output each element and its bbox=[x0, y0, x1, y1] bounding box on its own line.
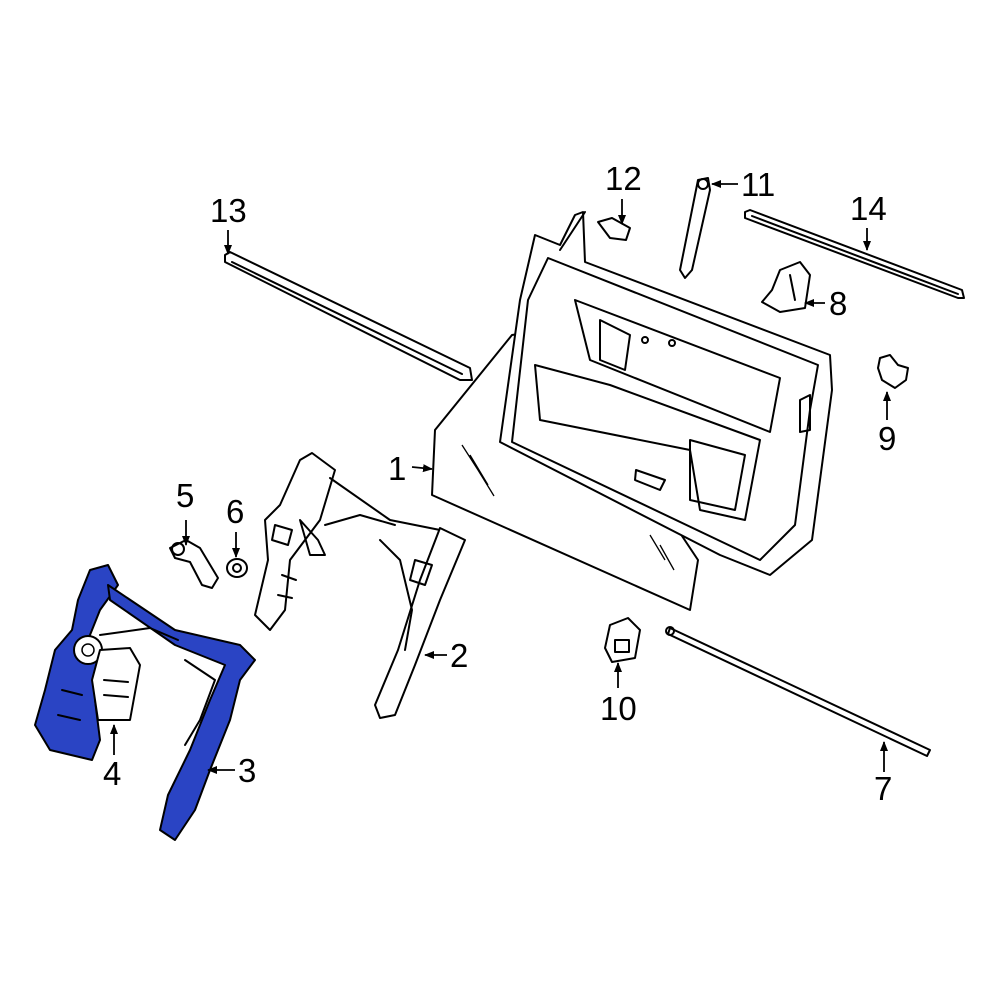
crank-handle-part[interactable] bbox=[169, 539, 219, 589]
callout-4: 4 bbox=[103, 755, 121, 792]
callout-12: 12 bbox=[605, 160, 642, 197]
callout-8: 8 bbox=[829, 285, 847, 322]
outer-molding-part[interactable] bbox=[744, 209, 965, 299]
knob-part[interactable] bbox=[226, 558, 248, 578]
switch-part[interactable] bbox=[604, 617, 641, 663]
callout-14: 14 bbox=[850, 190, 887, 227]
run-channel-part[interactable] bbox=[679, 177, 711, 279]
door-shell bbox=[499, 211, 833, 576]
callout-11: 11 bbox=[741, 166, 775, 203]
clip-part[interactable] bbox=[877, 354, 909, 389]
callout-1: 1 bbox=[388, 450, 406, 487]
callout-5: 5 bbox=[176, 477, 194, 514]
rod-part[interactable] bbox=[665, 626, 931, 757]
callout-6: 6 bbox=[226, 493, 244, 530]
callout-9: 9 bbox=[878, 420, 896, 457]
callout-10: 10 bbox=[600, 690, 637, 727]
leader-lines bbox=[110, 180, 891, 774]
belt-molding-part[interactable] bbox=[224, 251, 473, 381]
window-regulator-part[interactable] bbox=[254, 452, 466, 719]
bracket-part[interactable] bbox=[761, 261, 811, 313]
regulator-with-motor-part[interactable] bbox=[34, 564, 256, 841]
callout-3: 3 bbox=[238, 752, 256, 789]
clip-12-part[interactable] bbox=[597, 217, 631, 241]
callout-7: 7 bbox=[874, 770, 892, 807]
callout-2: 2 bbox=[450, 637, 468, 674]
callout-13: 13 bbox=[210, 192, 247, 229]
callout-labels: 1 2 3 4 5 6 7 8 9 10 11 12 13 14 bbox=[103, 160, 896, 807]
